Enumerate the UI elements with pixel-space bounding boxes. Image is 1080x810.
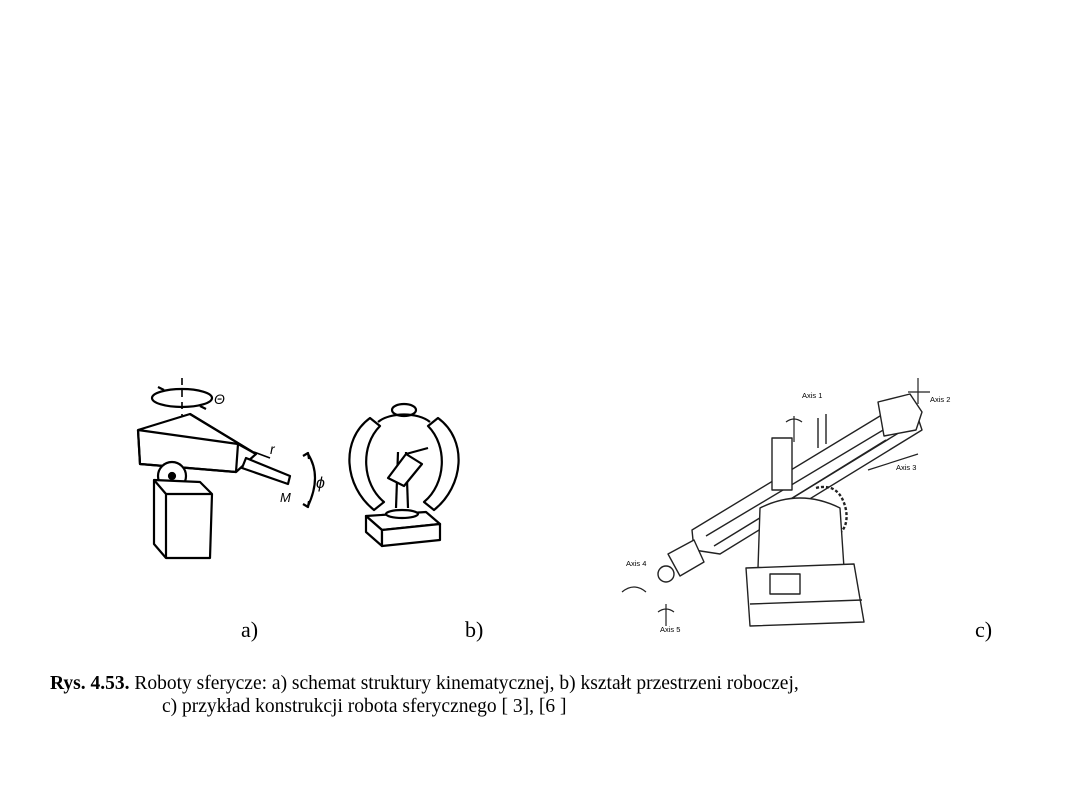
label-a: a) [241,617,259,642]
phi-symbol: ϕ [316,475,325,492]
r-symbol: r [270,441,276,457]
m-symbol: M [280,490,291,505]
label-b: b) [465,617,484,642]
caption-line-1: Roboty sferycze: a) schemat struktury ki… [134,673,799,694]
figure-a-kinematic-scheme: Θ r ϕ M [136,378,325,560]
axis-1-label: Axis 1 [802,391,822,400]
axis-3-label: Axis 3 [896,463,916,472]
figure-caption: Rys. 4.53. Roboty sferycze: a) schemat s… [50,672,1050,718]
figure-c-robot-construction: Axis 1 Axis 2 Axis 3 Axis 4 Axis 5 [621,378,950,634]
figure-b-workspace-shape [348,402,460,548]
axis-2-label: Axis 2 [930,395,950,404]
label-c: c) [975,617,993,642]
theta-symbol: Θ [214,391,225,407]
axis-5-label: Axis 5 [660,625,680,634]
caption-number: Rys. 4.53. [50,673,130,694]
caption-line-2: c) przykład konstrukcji robota sferyczne… [162,696,567,717]
axis-4-label: Axis 4 [626,559,646,568]
